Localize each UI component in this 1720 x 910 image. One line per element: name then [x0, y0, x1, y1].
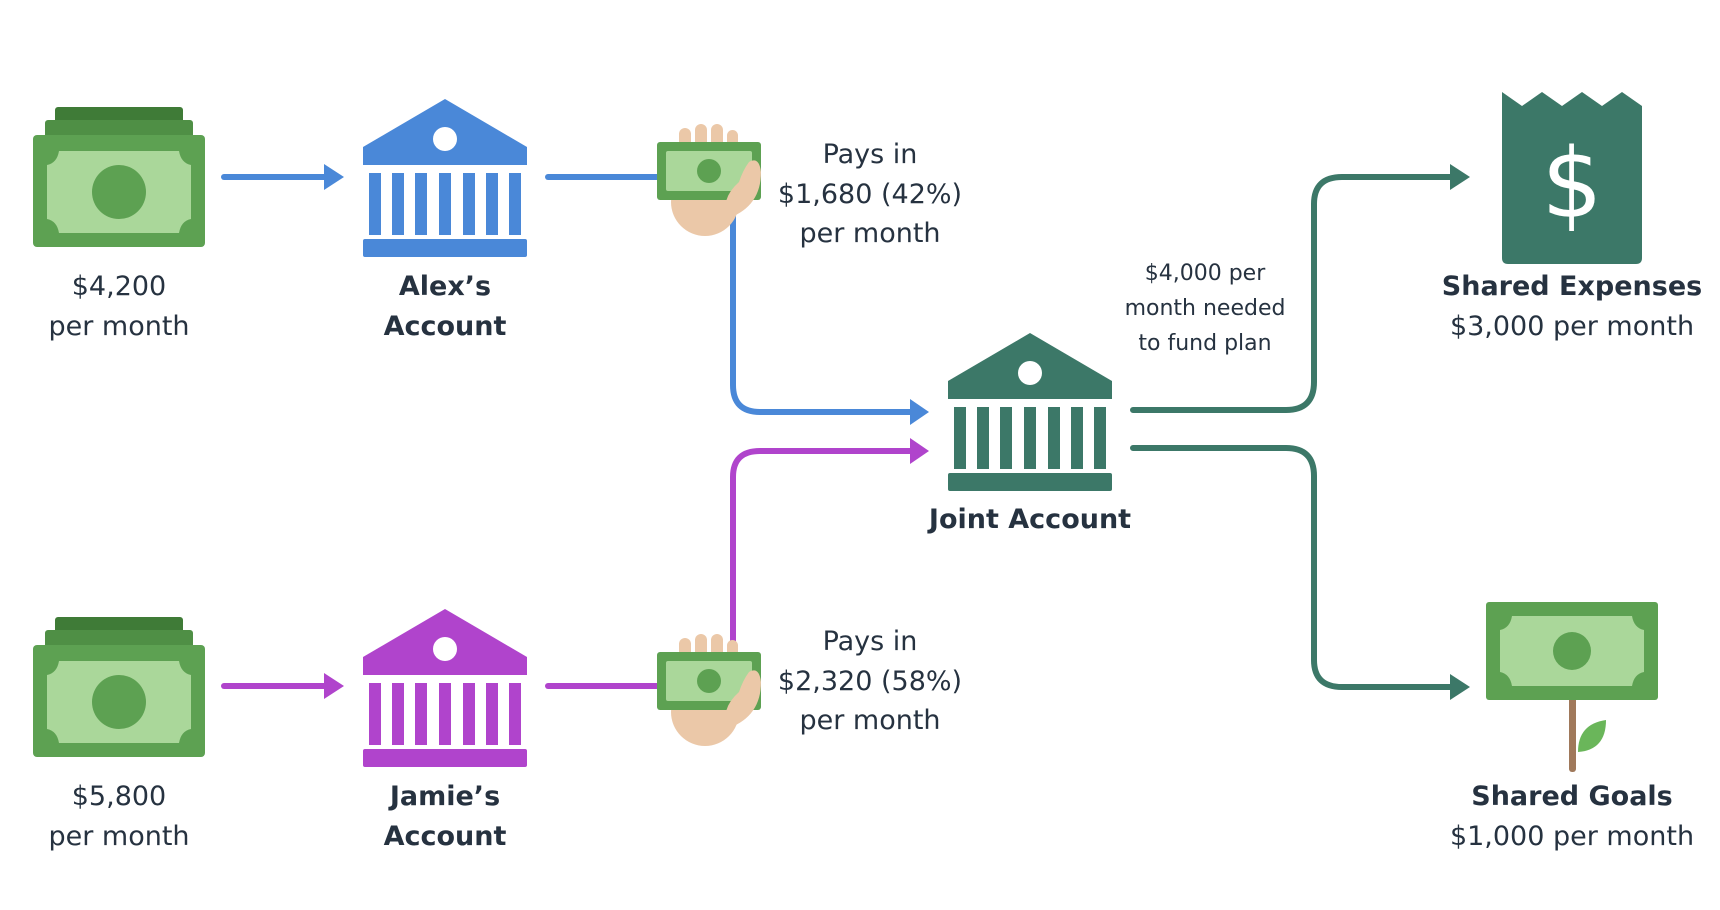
receipt-dollar-icon: $: [1502, 92, 1642, 264]
arrowhead-icon: [910, 438, 929, 464]
alex-pays-line3: per month: [799, 218, 941, 250]
arrowhead-icon: [1450, 674, 1470, 700]
alex-income-amount: $4,200: [71, 271, 167, 302]
joint-note-line3: to fund plan: [1138, 330, 1272, 356]
alex-income-label: $4,200 per month: [20, 267, 218, 346]
shared-goals-title: Shared Goals: [1471, 781, 1673, 812]
joint-note-line1: $4,000 per: [1144, 261, 1266, 286]
cash-stack-icon: [33, 107, 205, 247]
shared-expenses-title: Shared Expenses: [1441, 271, 1703, 302]
shared-expenses-amount: $3,000 per month: [1449, 310, 1695, 342]
jamie-pays-line3: per month: [799, 705, 941, 737]
jamie-income-amount: $5,800: [71, 781, 167, 812]
joint-note-line2: month needed: [1124, 295, 1286, 321]
money-plant-icon: [1486, 602, 1658, 772]
jamie-pays-label: Pays in $2,320 (58%) per month: [770, 622, 970, 741]
alex-account-line1: Alex’s: [398, 271, 492, 302]
jamie-income-label: $5,800 per month: [20, 777, 218, 856]
jamie-account-line1: Jamie’s: [389, 781, 501, 812]
bank-icon: [948, 333, 1112, 491]
line-jamie-payment-to-joint: [730, 448, 913, 658]
alex-account-line2: Account: [383, 310, 507, 342]
alex-income-period: per month: [48, 310, 190, 342]
line-joint-to-goals: [1130, 445, 1453, 690]
alex-account-label: Alex’s Account: [345, 267, 545, 346]
shared-expenses-label: Shared Expenses $3,000 per month: [1432, 267, 1712, 346]
receipt-dollar-symbol: $: [1541, 128, 1602, 240]
hand-holding-cash-icon: [657, 634, 761, 746]
line-joint-to-expenses: [1130, 174, 1453, 413]
arrowhead-icon: [910, 399, 929, 425]
cash-stack-icon: [33, 617, 205, 757]
bank-icon: [363, 609, 527, 767]
jamie-pays-line1: Pays in: [822, 626, 918, 657]
alex-pays-label: Pays in $1,680 (42%) per month: [770, 135, 970, 254]
arrowhead-icon: [324, 673, 344, 699]
jamie-account-label: Jamie’s Account: [345, 777, 545, 856]
arrowhead-icon: [1450, 164, 1470, 190]
joint-funding-note: $4,000 per month needed to fund plan: [1110, 257, 1300, 361]
alex-pays-line1: Pays in: [822, 139, 918, 170]
alex-pays-line2: $1,680 (42%): [777, 178, 963, 210]
arrowhead-icon: [324, 164, 344, 190]
shared-goals-label: Shared Goals $1,000 per month: [1432, 777, 1712, 856]
shared-goals-amount: $1,000 per month: [1449, 820, 1695, 852]
line-alex-payment-to-joint: [730, 197, 913, 415]
jamie-income-period: per month: [48, 820, 190, 852]
joint-account-label: Joint Account: [928, 504, 1132, 535]
bank-icon: [363, 99, 527, 257]
jamie-pays-line2: $2,320 (58%): [777, 665, 963, 697]
jamie-account-line2: Account: [383, 820, 507, 852]
hand-holding-cash-icon: [657, 124, 761, 236]
